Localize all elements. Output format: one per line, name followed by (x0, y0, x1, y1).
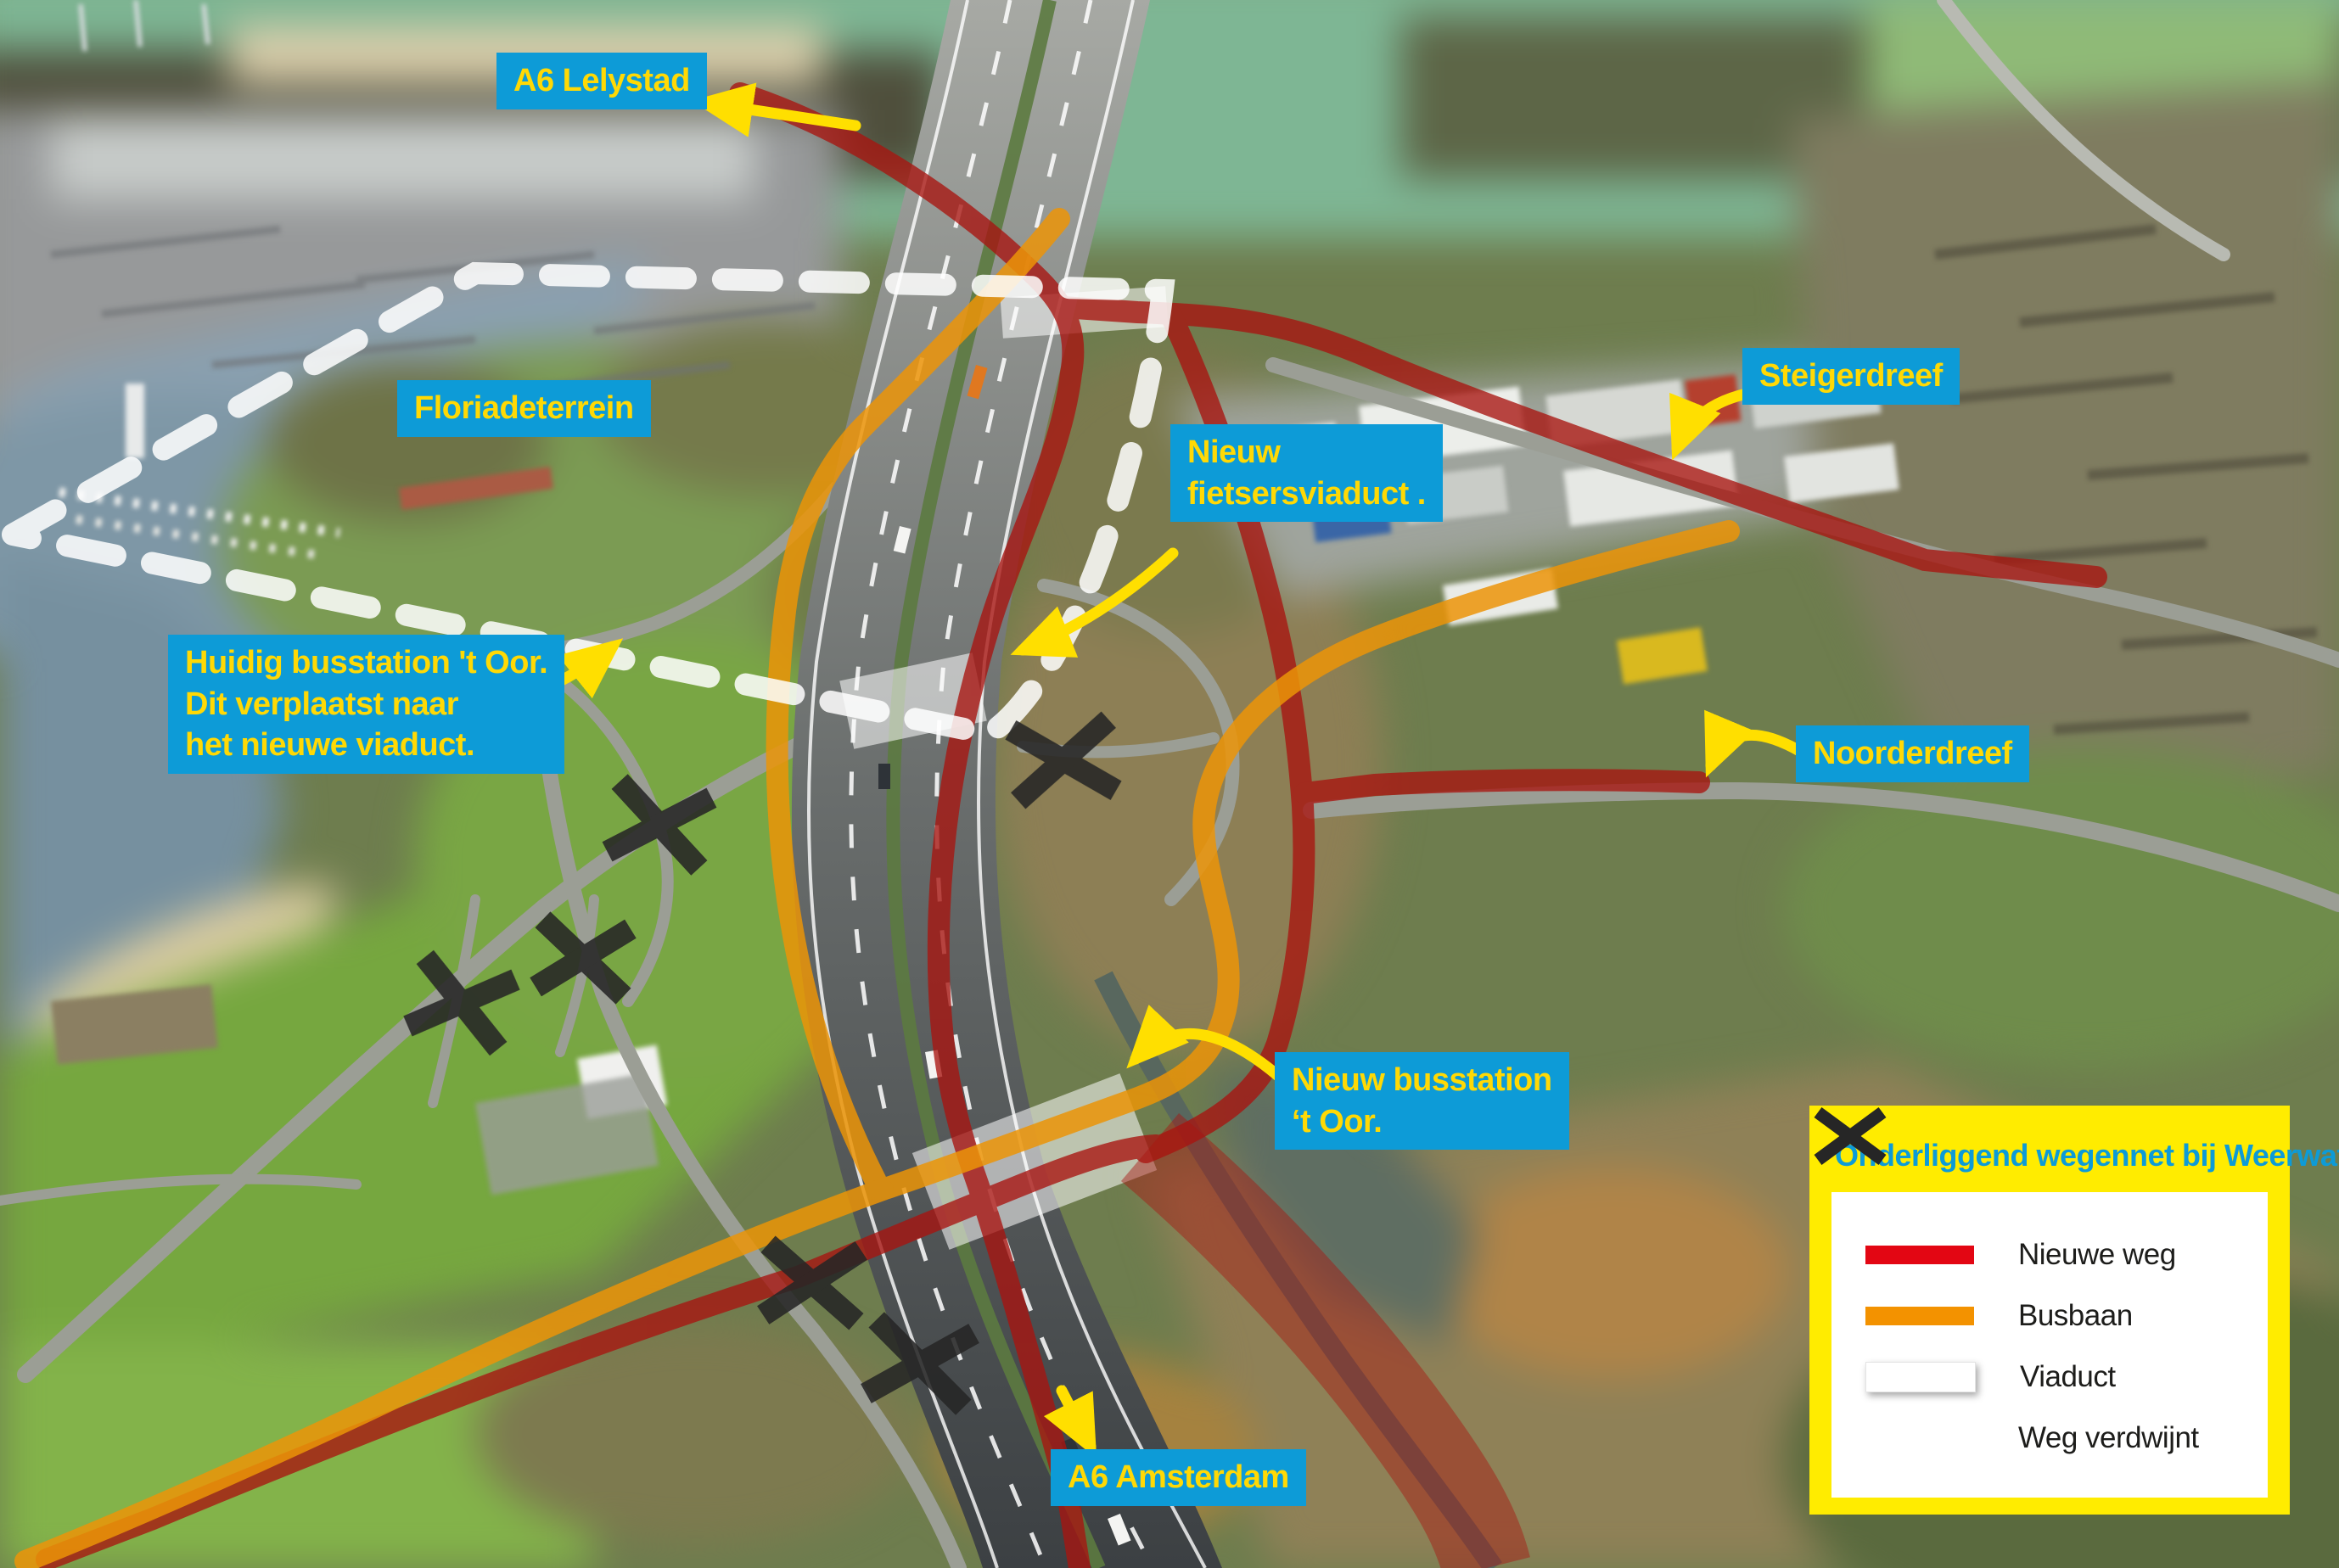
label-text: Noorderdreef (1813, 736, 2012, 771)
arrow-a6-amsterdam (1043, 1385, 1097, 1459)
arrow-nieuw-busstation (1126, 1005, 1284, 1082)
label-a6-lelystad: A6 Lelystad (496, 53, 707, 109)
arrow-steigerdreef (1669, 388, 1753, 461)
label-huidig-busstation: Huidig busstation 't Oor. Dit verplaatst… (168, 635, 565, 774)
road-removed-x-icon (1814, 1106, 1974, 1448)
bus-lane-swatch (1865, 1307, 1974, 1325)
legend-item-label: Nieuwe weg (2018, 1238, 2176, 1271)
legend-item-nieuwe-weg: Nieuwe weg (1865, 1224, 2268, 1285)
viaduct-swatch (1865, 1362, 1976, 1392)
bus-lane-overlay (14, 208, 1740, 1568)
canal (1094, 971, 1502, 1568)
arrow-a6-lelystad (691, 82, 861, 137)
legend-item-viaduct: Viaduct (1865, 1347, 2268, 1408)
label-line: fietsersviaduct . (1187, 475, 1426, 512)
legend-body: Nieuwe weg Busbaan Viaduct Weg verdwijnt (1814, 1106, 2268, 1498)
floriade-boundary-dashed (2, 261, 1175, 746)
label-steigerdreef: Steigerdreef (1742, 348, 1960, 405)
label-line: het nieuwe viaduct. (185, 727, 475, 764)
label-nieuw-fietsersviaduct: Nieuw fietsersviaduct . (1170, 424, 1443, 523)
label-floriadeterrein: Floriadeterrein (397, 380, 651, 437)
new-road-corridor-band (1120, 1113, 1530, 1568)
label-text: A6 Amsterdam (1068, 1459, 1289, 1495)
label-text: A6 Lelystad (513, 63, 690, 98)
label-a6-amsterdam: A6 Amsterdam (1051, 1449, 1306, 1506)
legend-title: Onderliggend wegennet bij Weerwater (1835, 1138, 2339, 1173)
legend-item-busbaan: Busbaan (1865, 1285, 2268, 1347)
label-line: Dit verplaatst naar (185, 686, 459, 722)
label-line: Nieuw (1187, 434, 1281, 470)
label-line: Huidig busstation 't Oor. (185, 645, 548, 680)
label-line: Nieuw busstation (1292, 1062, 1552, 1098)
arrow-nieuw-fietsersviaduct (1010, 547, 1179, 658)
legend-item-label: Busbaan (2018, 1299, 2133, 1332)
road-removed-x-marks (403, 711, 1122, 1415)
legend: Onderliggend wegennet bij Weerwater Nieu… (1809, 1106, 2339, 1515)
label-text: Floriadeterrein (414, 390, 634, 426)
legend-item-label: Weg verdwijnt (2018, 1421, 2199, 1454)
new-road-swatch (1865, 1246, 1974, 1264)
arrow-noorderdreef (1704, 709, 1807, 778)
legend-item-label: Viaduct (2020, 1360, 2116, 1393)
label-noorderdreef: Noorderdreef (1796, 725, 2029, 782)
label-nieuw-busstation: Nieuw busstation ‘t Oor. (1275, 1052, 1569, 1151)
label-line: ‘t Oor. (1292, 1103, 1383, 1140)
legend-item-weg-verdwijnt: Weg verdwijnt (1814, 1106, 2268, 1469)
label-text: Steigerdreef (1759, 358, 1943, 394)
